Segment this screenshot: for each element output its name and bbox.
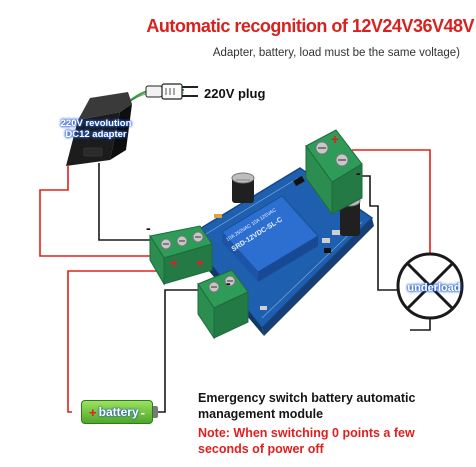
- load-label: underload: [407, 282, 461, 294]
- output-plus-sign: +: [331, 131, 340, 147]
- capacitor-icon: [231, 172, 255, 203]
- adapter-minus-wire: [98, 163, 160, 241]
- diagram-title: Automatic recognition of 12V24V36V48V: [146, 16, 474, 36]
- battery-icon: + battery -: [81, 400, 153, 424]
- adapter-label-line-2: DC12 adapter: [65, 129, 127, 140]
- load-lamp-icon: [396, 252, 464, 320]
- battery-terminal-minus-sign: -: [226, 275, 231, 291]
- ac-adapter-icon: [66, 92, 132, 166]
- output-minus-sign: -: [356, 165, 361, 181]
- load-minus-wire: [345, 175, 400, 291]
- battery-plus-sign: +: [89, 404, 97, 420]
- description-line-1: Emergency switch battery automatic: [198, 391, 416, 405]
- battery-plus-wire: [67, 270, 173, 413]
- terminal-block-output: [305, 129, 363, 216]
- diagram-subtitle: Adapter, battery, load must be the same …: [212, 47, 460, 59]
- load-plus-wire: [352, 149, 431, 254]
- terminal-block-input: [149, 225, 213, 286]
- adapter-label: 220V revolution DC12 adapter: [44, 118, 148, 140]
- battery-minus-sign: -: [140, 404, 145, 420]
- battery-label: battery: [98, 405, 139, 419]
- note-line-1: Note: When switching 0 points a few: [198, 426, 415, 440]
- module-description: Emergency switch battery automatic manag…: [198, 390, 468, 422]
- terminal-block-battery: [197, 269, 249, 340]
- switching-note: Note: When switching 0 points a few seco…: [198, 425, 468, 457]
- power-plug-icon: [145, 83, 198, 100]
- adapter-label-line-1: 220V revolution: [60, 118, 132, 129]
- input-plus-sign-2: +: [196, 255, 205, 271]
- input-plus-sign-1: +: [170, 255, 179, 271]
- input-minus-sign: -: [146, 220, 151, 236]
- description-line-2: management module: [198, 407, 324, 421]
- battery-terminal-cap: [153, 406, 158, 418]
- plug-label: 220V plug: [204, 86, 266, 101]
- note-line-2: seconds of power off: [198, 442, 324, 456]
